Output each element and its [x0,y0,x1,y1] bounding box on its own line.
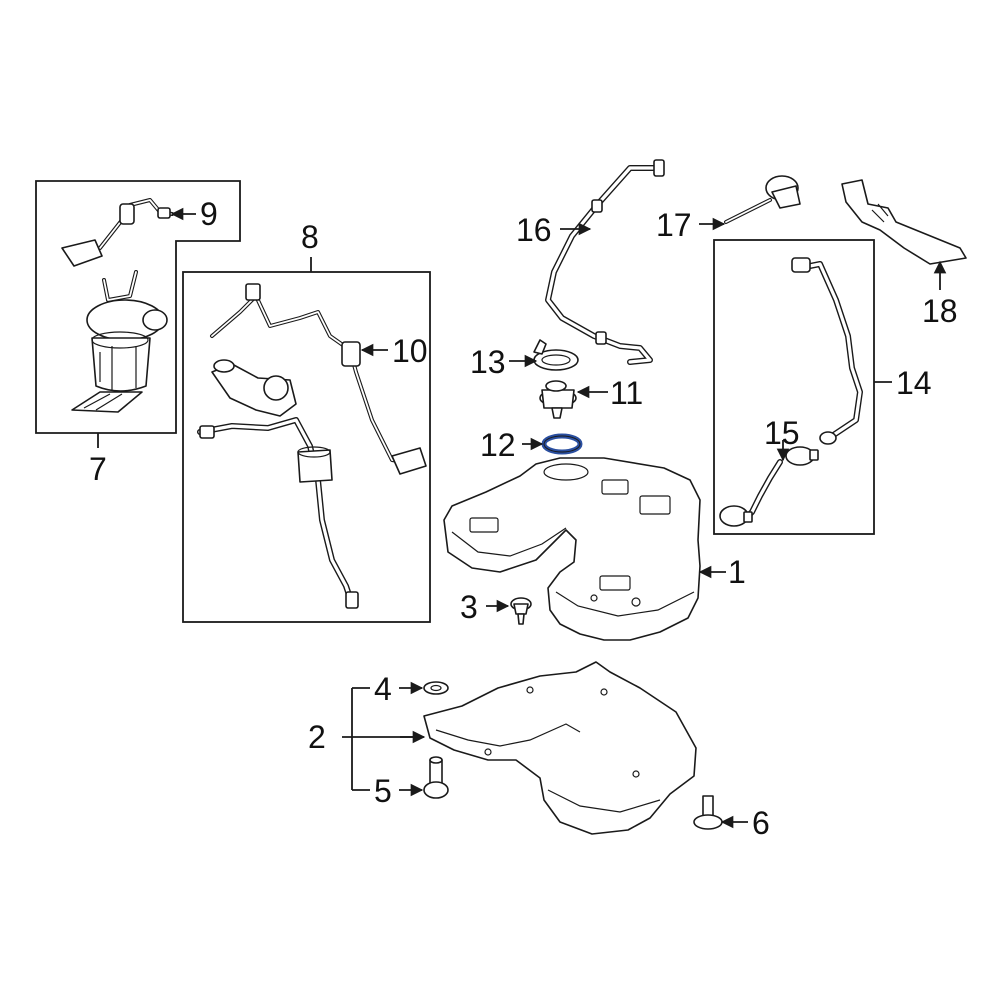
callout-6: 6 [752,805,770,841]
callout-7: 7 [89,451,107,487]
filler-bracket[interactable] [841,179,967,265]
callout-3: 3 [460,589,478,625]
group-box-7 [35,180,241,434]
fuel-pump-group [35,180,241,448]
callout-4: 4 [374,671,392,707]
callout-16: 16 [516,212,552,248]
group-box-8 [182,271,431,623]
group-box-14 [713,239,875,535]
callout-1: 1 [728,554,746,590]
callout-17: 17 [656,207,692,243]
callout-labels: 1 2 3 4 5 6 7 8 9 10 11 12 13 14 15 16 1… [89,196,958,841]
washer[interactable] [423,681,449,695]
rollover-valve[interactable] [539,380,577,419]
fuel-tank[interactable] [443,457,701,641]
callout-5: 5 [374,773,392,809]
evap-valve-assembly[interactable] [197,359,359,609]
callout-14: 14 [896,365,932,401]
callout-2: 2 [308,719,326,755]
wiring-harness[interactable] [210,283,427,475]
fuel-level-sender[interactable] [61,198,174,267]
filler-pipe-group [713,239,892,535]
filler-pipe[interactable] [791,257,863,445]
vapor-harness-group [182,257,431,623]
callout-13: 13 [470,344,506,380]
filler-hose[interactable] [719,446,819,527]
lock-ring[interactable] [533,339,579,371]
fuel-pump-seal[interactable] [541,433,583,455]
fuel-cap[interactable] [724,175,801,224]
stud-bolt[interactable] [423,756,449,799]
mounting-pin[interactable] [693,795,723,830]
leaders [170,207,947,829]
callout-9: 9 [200,196,218,232]
callout-8: 8 [301,219,319,255]
vent-hose[interactable] [545,159,665,365]
retaining-clip[interactable] [510,597,532,625]
callout-11: 11 [610,375,643,411]
callout-10: 10 [392,333,428,369]
callout-15: 15 [764,415,800,451]
callout-12: 12 [480,427,516,463]
fuel-pump-module[interactable] [71,270,168,413]
callout-18: 18 [922,293,958,329]
heat-shield[interactable] [423,661,697,835]
